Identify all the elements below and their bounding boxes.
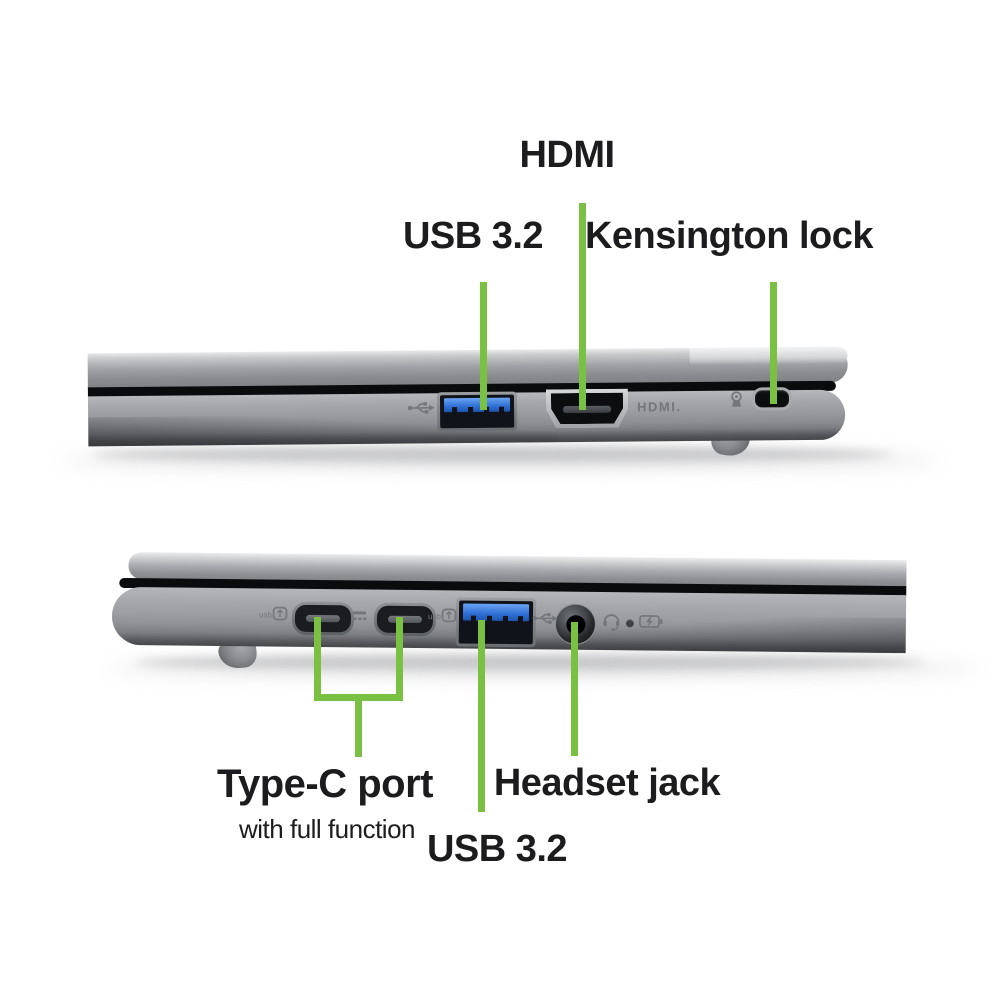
callout-line-type-c-1 [314, 617, 321, 701]
usb-logo-icon: usb [428, 608, 457, 623]
callout-line-usb-bottom [478, 620, 485, 812]
label-usb-top: USB 3.2 [402, 215, 544, 257]
usb-charge-icon: usb [259, 606, 288, 621]
callout-line-type-c-2 [396, 617, 403, 701]
label-type-c-sub: with full function [239, 814, 415, 844]
callout-line-type-c-bracket [314, 694, 403, 701]
svg-text:usb: usb [259, 610, 273, 619]
kensington-lock-icon [731, 391, 742, 407]
callout-line-usb-top [480, 282, 487, 410]
status-led [625, 619, 634, 628]
usb-trident-icon [532, 613, 558, 625]
usb-c-port-1 [291, 601, 355, 636]
top-laptop-shadow [92, 447, 892, 462]
label-headset: Headset jack [493, 762, 721, 804]
usb-trident-icon [407, 402, 435, 414]
top-laptop-shadow-soft [60, 451, 940, 470]
usb-a-tongue [462, 603, 530, 623]
usb-a-port-bottom [455, 597, 537, 648]
usb-c-tongue [387, 615, 423, 624]
headphone-icon [603, 614, 620, 631]
label-usb-bottom: USB 3.2 [426, 828, 568, 870]
callout-line-headset [571, 622, 578, 756]
callout-line-kensington [770, 282, 777, 404]
usb-c-port-2 [373, 602, 437, 637]
label-kensington: Kensington lock [584, 215, 874, 257]
bottom-laptop-shadow-soft [108, 659, 978, 678]
callout-line-hdmi [579, 203, 586, 410]
usb-c-tongue [305, 614, 341, 623]
svg-text:usb: usb [428, 612, 442, 621]
callout-line-type-c-stem [355, 699, 362, 757]
battery-icon [639, 615, 663, 628]
label-type-c: Type-C port [217, 762, 433, 806]
power-delivery-icon [353, 611, 367, 621]
label-hdmi: HDMI [519, 134, 615, 176]
bottom-laptop-shadow [135, 655, 925, 670]
